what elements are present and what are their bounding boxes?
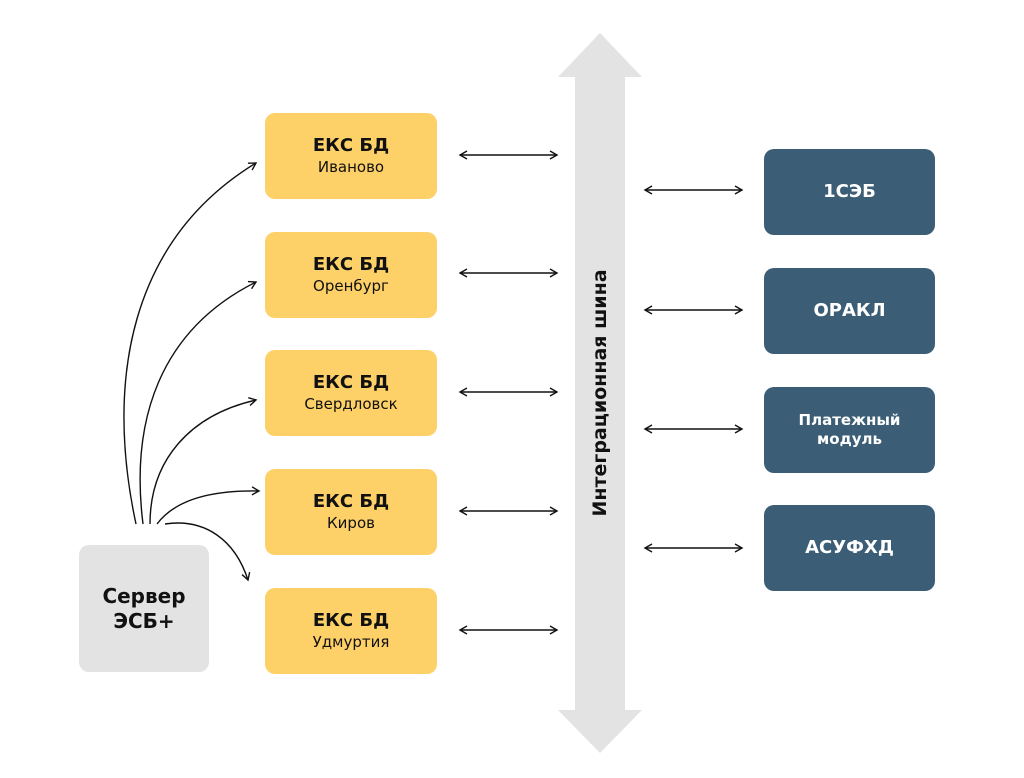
db-title: ЕКС БД [312,491,390,512]
system-label: АСУФХД [805,537,894,558]
db-node-orenburg: ЕКС БД Оренбург [265,232,437,318]
system-label-line2: модуль [817,430,882,448]
system-label-line1: Платежный [798,411,901,429]
integration-bus-arrow [558,33,642,753]
system-node-payment-module: Платежный модуль [764,387,935,473]
db-node-udmurtia: ЕКС БД Удмуртия [265,588,437,674]
db-region: Иваново [317,158,385,176]
db-region: Свердловск [304,395,398,413]
server-to-udmurtia-arrow [164,522,251,582]
system-label: ОРАКЛ [813,300,886,321]
server-to-ivanovo-arrow [123,162,258,525]
db-node-sverdlovsk: ЕКС БД Свердловск [265,350,437,436]
integration-bus-label: Интеграционная шина [589,269,611,517]
system-node-oracle: ОРАКЛ [764,268,935,354]
server-label-line2: ЭСБ+ [113,608,175,633]
server-to-orenburg-arrow [139,280,258,525]
esb-server-node: Сервер ЭСБ+ [79,545,209,672]
db-title: ЕКС БД [312,372,390,393]
system-node-asufhd: АСУФХД [764,505,935,591]
db-region: Удмуртия [312,633,390,651]
server-to-sverdlovsk-arrow [149,396,258,525]
db-node-kirov: ЕКС БД Киров [265,469,437,555]
system-label: 1СЭБ [823,181,876,202]
server-label-line1: Сервер [102,583,186,608]
db-region: Киров [327,514,375,532]
db-title: ЕКС БД [312,254,390,275]
db-title: ЕКС БД [312,610,390,631]
db-node-ivanovo: ЕКС БД Иваново [265,113,437,199]
server-to-kirov-arrow [156,486,261,525]
db-region: Оренбург [313,277,389,295]
system-node-1seb: 1СЭБ [764,149,935,235]
db-title: ЕКС БД [312,135,390,156]
